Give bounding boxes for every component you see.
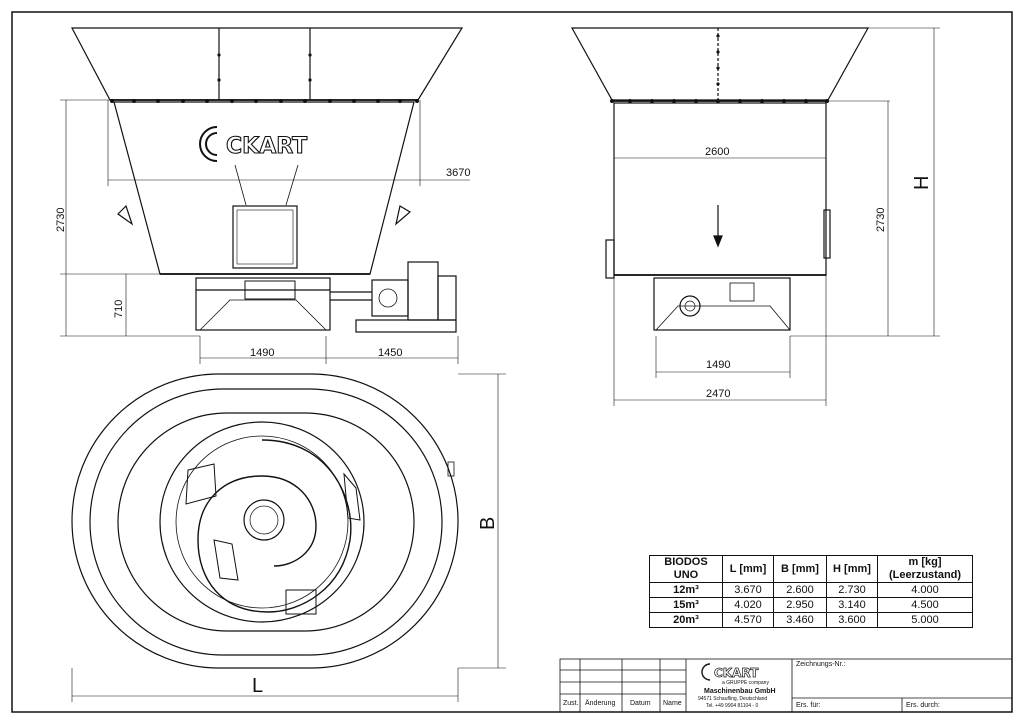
tb-company: Maschinenbau GmbH bbox=[704, 688, 776, 695]
spec-header-l: L [mm] bbox=[722, 555, 774, 583]
side-view bbox=[570, 27, 870, 331]
dim-plan-width: B bbox=[477, 517, 499, 530]
spec-cell: 4.500 bbox=[877, 597, 973, 613]
spec-cell: 12m³ bbox=[649, 582, 723, 598]
dim-side-height: 2730 bbox=[875, 208, 887, 232]
tb-col-zust: Zust. bbox=[563, 700, 579, 707]
spec-cell: 4.000 bbox=[877, 582, 973, 598]
dim-plan-length: L bbox=[252, 675, 263, 697]
dim-front-height: 2730 bbox=[55, 208, 67, 232]
spec-row: 20m³ 4.570 3.460 3.600 5.000 bbox=[649, 612, 973, 628]
logo-text-titleblock: CKART bbox=[714, 666, 759, 680]
title-block-frame bbox=[559, 658, 1013, 713]
spec-cell: 3.600 bbox=[826, 612, 878, 628]
dim-side-inner-width: 2600 bbox=[705, 146, 729, 158]
dim-side-base-width: 1490 bbox=[706, 359, 730, 371]
front-dimensions bbox=[60, 99, 470, 364]
plan-view bbox=[71, 373, 459, 669]
spec-cell: 3.140 bbox=[826, 597, 878, 613]
spec-cell: 2.950 bbox=[773, 597, 827, 613]
tb-ers-durch: Ers. durch: bbox=[906, 702, 940, 709]
spec-cell: 3.460 bbox=[773, 612, 827, 628]
front-rivets bbox=[110, 53, 419, 103]
tb-col-name: Name bbox=[663, 700, 682, 707]
tb-address: 94571 Schaufling, Deutschland bbox=[698, 696, 768, 702]
logo-text-front: CKART bbox=[226, 134, 307, 159]
spec-cell: 2.730 bbox=[826, 582, 878, 598]
spec-table: BIODOS UNO L [mm] B [mm] H [mm] m [kg] (… bbox=[649, 555, 973, 628]
spec-cell: 20m³ bbox=[649, 612, 723, 628]
spec-header-row: BIODOS UNO L [mm] B [mm] H [mm] m [kg] (… bbox=[649, 555, 973, 583]
dim-side-overall-height: H bbox=[911, 176, 933, 190]
spec-header-h: H [mm] bbox=[826, 555, 878, 583]
tb-phone: Tel. +49 9904 81104 - 0 bbox=[706, 703, 759, 709]
sheet-border bbox=[11, 11, 1013, 713]
tb-zeichnungs-nr: Zeichnungs-Nr.: bbox=[796, 661, 846, 668]
spec-cell: 5.000 bbox=[877, 612, 973, 628]
eckart-logo-front: CKART bbox=[199, 126, 308, 162]
side-rivets bbox=[610, 34, 829, 103]
spec-cell: 3.670 bbox=[722, 582, 774, 598]
spec-header-b: B [mm] bbox=[773, 555, 827, 583]
dim-front-base-height: 710 bbox=[113, 300, 125, 318]
dim-front-base-width: 1490 bbox=[250, 347, 274, 359]
spec-cell: 2.600 bbox=[773, 582, 827, 598]
front-view bbox=[71, 27, 464, 333]
spec-header-model: BIODOS UNO bbox=[649, 555, 723, 583]
spec-cell: 4.020 bbox=[722, 597, 774, 613]
spec-row: 15m³ 4.020 2.950 3.140 4.500 bbox=[649, 597, 973, 613]
plan-dimensions bbox=[71, 373, 506, 702]
dim-side-overall-width: 2470 bbox=[706, 388, 730, 400]
side-dimensions bbox=[613, 27, 940, 406]
dim-front-motor-width: 1450 bbox=[378, 347, 402, 359]
tb-col-datum: Datum bbox=[630, 700, 651, 707]
spec-cell: 15m³ bbox=[649, 597, 723, 613]
logo-subtitle: a GRUPPE company bbox=[722, 680, 769, 686]
dim-front-width: 3670 bbox=[446, 167, 470, 179]
tb-ers-fuer: Ers. für: bbox=[796, 702, 821, 709]
tb-col-aenderung: Änderung bbox=[585, 700, 616, 707]
spec-header-mass: m [kg] (Leerzustand) bbox=[877, 555, 973, 583]
eckart-logo-titleblock: CKART bbox=[701, 663, 759, 681]
spec-row: 12m³ 3.670 2.600 2.730 4.000 bbox=[649, 582, 973, 598]
spec-cell: 4.570 bbox=[722, 612, 774, 628]
